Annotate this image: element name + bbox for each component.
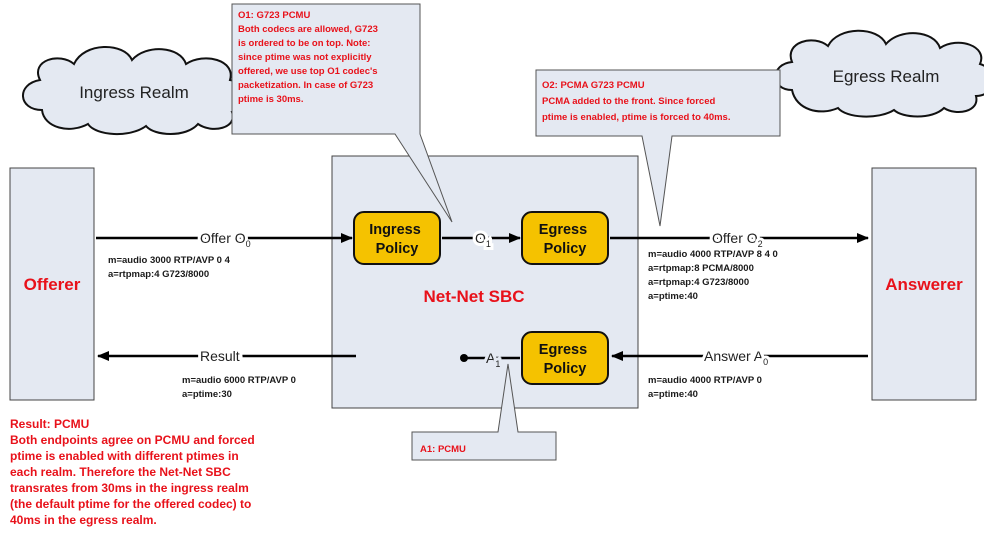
egress-policy-top-box: Egress Policy [521,211,609,265]
callout-line: A1: PCMU [420,444,466,455]
callout-o1: O1: G723 PCMU Both codecs are allowed, G… [231,3,453,223]
callout-line: offered, we use top O1 codec's [238,66,378,77]
offer2-label: Offer O2 [712,230,763,249]
result-note-line: transrates from 30ms in the ingress real… [10,481,249,495]
result-note-line: each realm. Therefore the Net-Net SBC [10,465,231,479]
o1-label-sub: 1 [486,239,491,249]
answer0-label-text: Answer A [704,348,764,364]
o1-label: O1 [475,230,491,249]
callout-line: Both codecs are allowed, G723 [238,24,378,35]
sdp-line: a=ptime:40 [648,291,698,302]
egress-policy-top-label: Egress Policy [539,222,591,257]
offerer-label: Offerer [24,275,81,294]
sdp-offer2: m=audio 4000 RTP/AVP 8 4 0 a=rtpmap:8 PC… [648,249,780,302]
callout-line: ptime is 30ms. [238,94,303,105]
policy-line: Egress [539,342,587,358]
result-label-text: Result [200,348,240,364]
sdp-result: m=audio 6000 RTP/AVP 0 a=ptime:30 [182,375,299,400]
ingress-policy-box: Ingress Policy [353,211,441,265]
answer0-label-sub: 0 [763,357,768,367]
result-note-line: 40ms in the egress realm. [10,513,157,527]
callout-a1: A1: PCMU [411,363,557,461]
sbc-title: Net-Net SBC [423,287,524,306]
callout-o2: O2: PCMA G723 PCMU PCMA added to the fro… [535,69,781,227]
callout-line: since ptime was not explicitly [238,52,372,63]
callout-o2-text: O2: PCMA G723 PCMU PCMA added to the fro… [542,80,730,123]
sdp-line: a=rtpmap:4 G723/8000 [108,269,209,280]
result-note-line: (the default ptime for the offered codec… [10,497,251,511]
answer0-label: Answer A0 [704,348,768,367]
policy-line: Policy [544,241,587,257]
answerer-box: Answerer [871,167,977,401]
offer2-label-sub: 2 [758,239,763,249]
a1-label-text: A [486,350,496,366]
offer0-label: Offer O0 [200,230,251,249]
egress-policy-bottom-label: Egress Policy [539,342,591,377]
sdp-line: a=rtpmap:8 PCMA/8000 [648,263,754,274]
offerer-box: Offerer [9,167,95,401]
sdp-line: m=audio 6000 RTP/AVP 0 [182,375,296,386]
egress-policy-bottom-box: Egress Policy [521,331,609,385]
result-label: Result [200,348,240,364]
sdp-line: m=audio 4000 RTP/AVP 0 [648,375,762,386]
ingress-policy-label: Ingress Policy [369,222,425,257]
a1-label: A1 [486,350,500,369]
offer0-label-text: Offer O [200,230,246,246]
cloud-shape [22,46,250,136]
callout-o1-text: O1: G723 PCMU Both codecs are allowed, G… [238,10,381,105]
offer0-label-sub: 0 [246,239,251,249]
ingress-realm-label: Ingress Realm [79,83,189,102]
callout-a1-text: A1: PCMU [420,444,466,455]
policy-line: Ingress [369,222,421,238]
offer2-label-text: Offer O [712,230,758,246]
sdp-answer0: m=audio 4000 RTP/AVP 0 a=ptime:40 [648,375,765,400]
a1-label-sub: 1 [495,359,500,369]
callout-line: packetization. In case of G723 [238,80,373,91]
answerer-label: Answerer [885,275,963,294]
o1-label-text: O [475,230,486,246]
policy-line: Egress [539,222,587,238]
policy-line: Policy [544,361,587,377]
callout-line: PCMA added to the front. Since forced [542,96,715,107]
result-note-line: ptime is enabled with different ptimes i… [10,449,239,463]
sdp-line: a=ptime:40 [648,389,698,400]
sdp-offer0: m=audio 3000 RTP/AVP 0 4 a=rtpmap:4 G723… [108,255,233,280]
sdp-line: m=audio 3000 RTP/AVP 0 4 [108,255,231,266]
cloud-shape [774,29,984,118]
callout-line: ptime is enabled, ptime is forced to 40m… [542,112,730,123]
result-note-line: Both endpoints agree on PCMU and forced [10,433,255,447]
callout-line: O2: PCMA G723 PCMU [542,80,645,91]
callout-line: is ordered to be on top. Note: [238,38,370,49]
egress-realm-cloud: Egress Realm [774,29,984,118]
policy-line: Policy [376,241,419,257]
sdp-line: a=rtpmap:4 G723/8000 [648,277,749,288]
callout-line: O1: G723 PCMU [238,10,310,21]
result-note: Result: PCMU Both endpoints agree on PCM… [10,417,258,527]
sdp-line: m=audio 4000 RTP/AVP 8 4 0 [648,249,778,260]
a1-dot [460,354,468,362]
ingress-realm-cloud: Ingress Realm [22,46,250,136]
sdp-line: a=ptime:30 [182,389,232,400]
result-note-line: Result: PCMU [10,417,89,431]
egress-realm-label: Egress Realm [833,67,940,86]
